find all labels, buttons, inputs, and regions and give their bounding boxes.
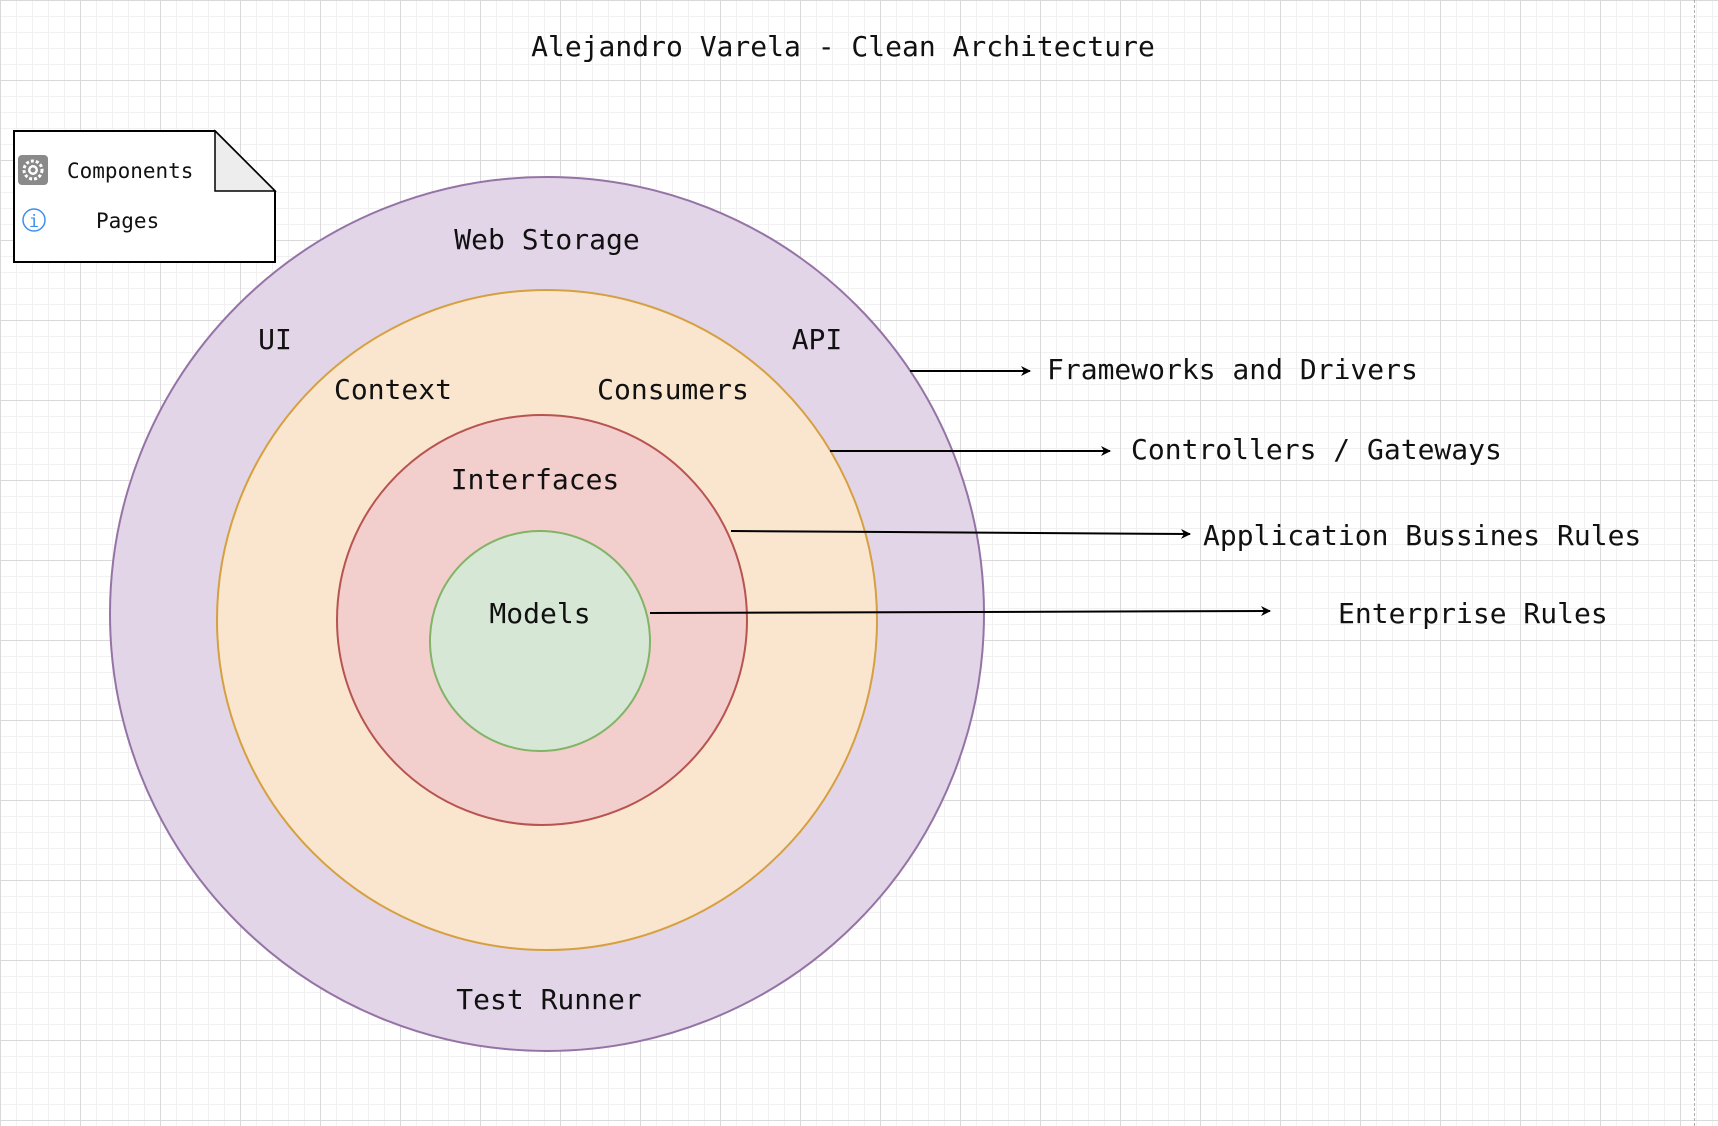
test-runner-label: Test Runner	[456, 983, 641, 1016]
controllers-gateways-label: Controllers / Gateways	[1131, 433, 1502, 466]
legend-note[interactable]: Components i Pages	[13, 129, 277, 263]
ui-label: UI	[258, 323, 292, 356]
svg-text:i: i	[29, 212, 39, 232]
arrow-enterprise	[649, 606, 1271, 617]
arrow-application	[730, 528, 1191, 539]
api-label: API	[792, 323, 843, 356]
interfaces-label: Interfaces	[451, 463, 620, 496]
web-storage-label: Web Storage	[454, 223, 639, 256]
page-boundary	[1694, 0, 1695, 1126]
legend-item-pages: Pages	[96, 209, 159, 233]
consumers-label: Consumers	[597, 373, 749, 406]
frameworks-and-drivers-label: Frameworks and Drivers	[1047, 353, 1418, 386]
info-icon: i	[22, 208, 46, 232]
enterprise-layer-circle[interactable]	[429, 530, 651, 752]
models-label: Models	[489, 597, 590, 630]
context-label: Context	[334, 373, 452, 406]
legend-item-components: Components	[67, 159, 193, 183]
diagram-title: Alejandro Varela - Clean Architecture	[531, 30, 1155, 63]
enterprise-rules-label: Enterprise Rules	[1338, 597, 1608, 630]
gear-icon	[18, 155, 48, 185]
application-business-rules-label: Application Bussines Rules	[1203, 519, 1641, 552]
